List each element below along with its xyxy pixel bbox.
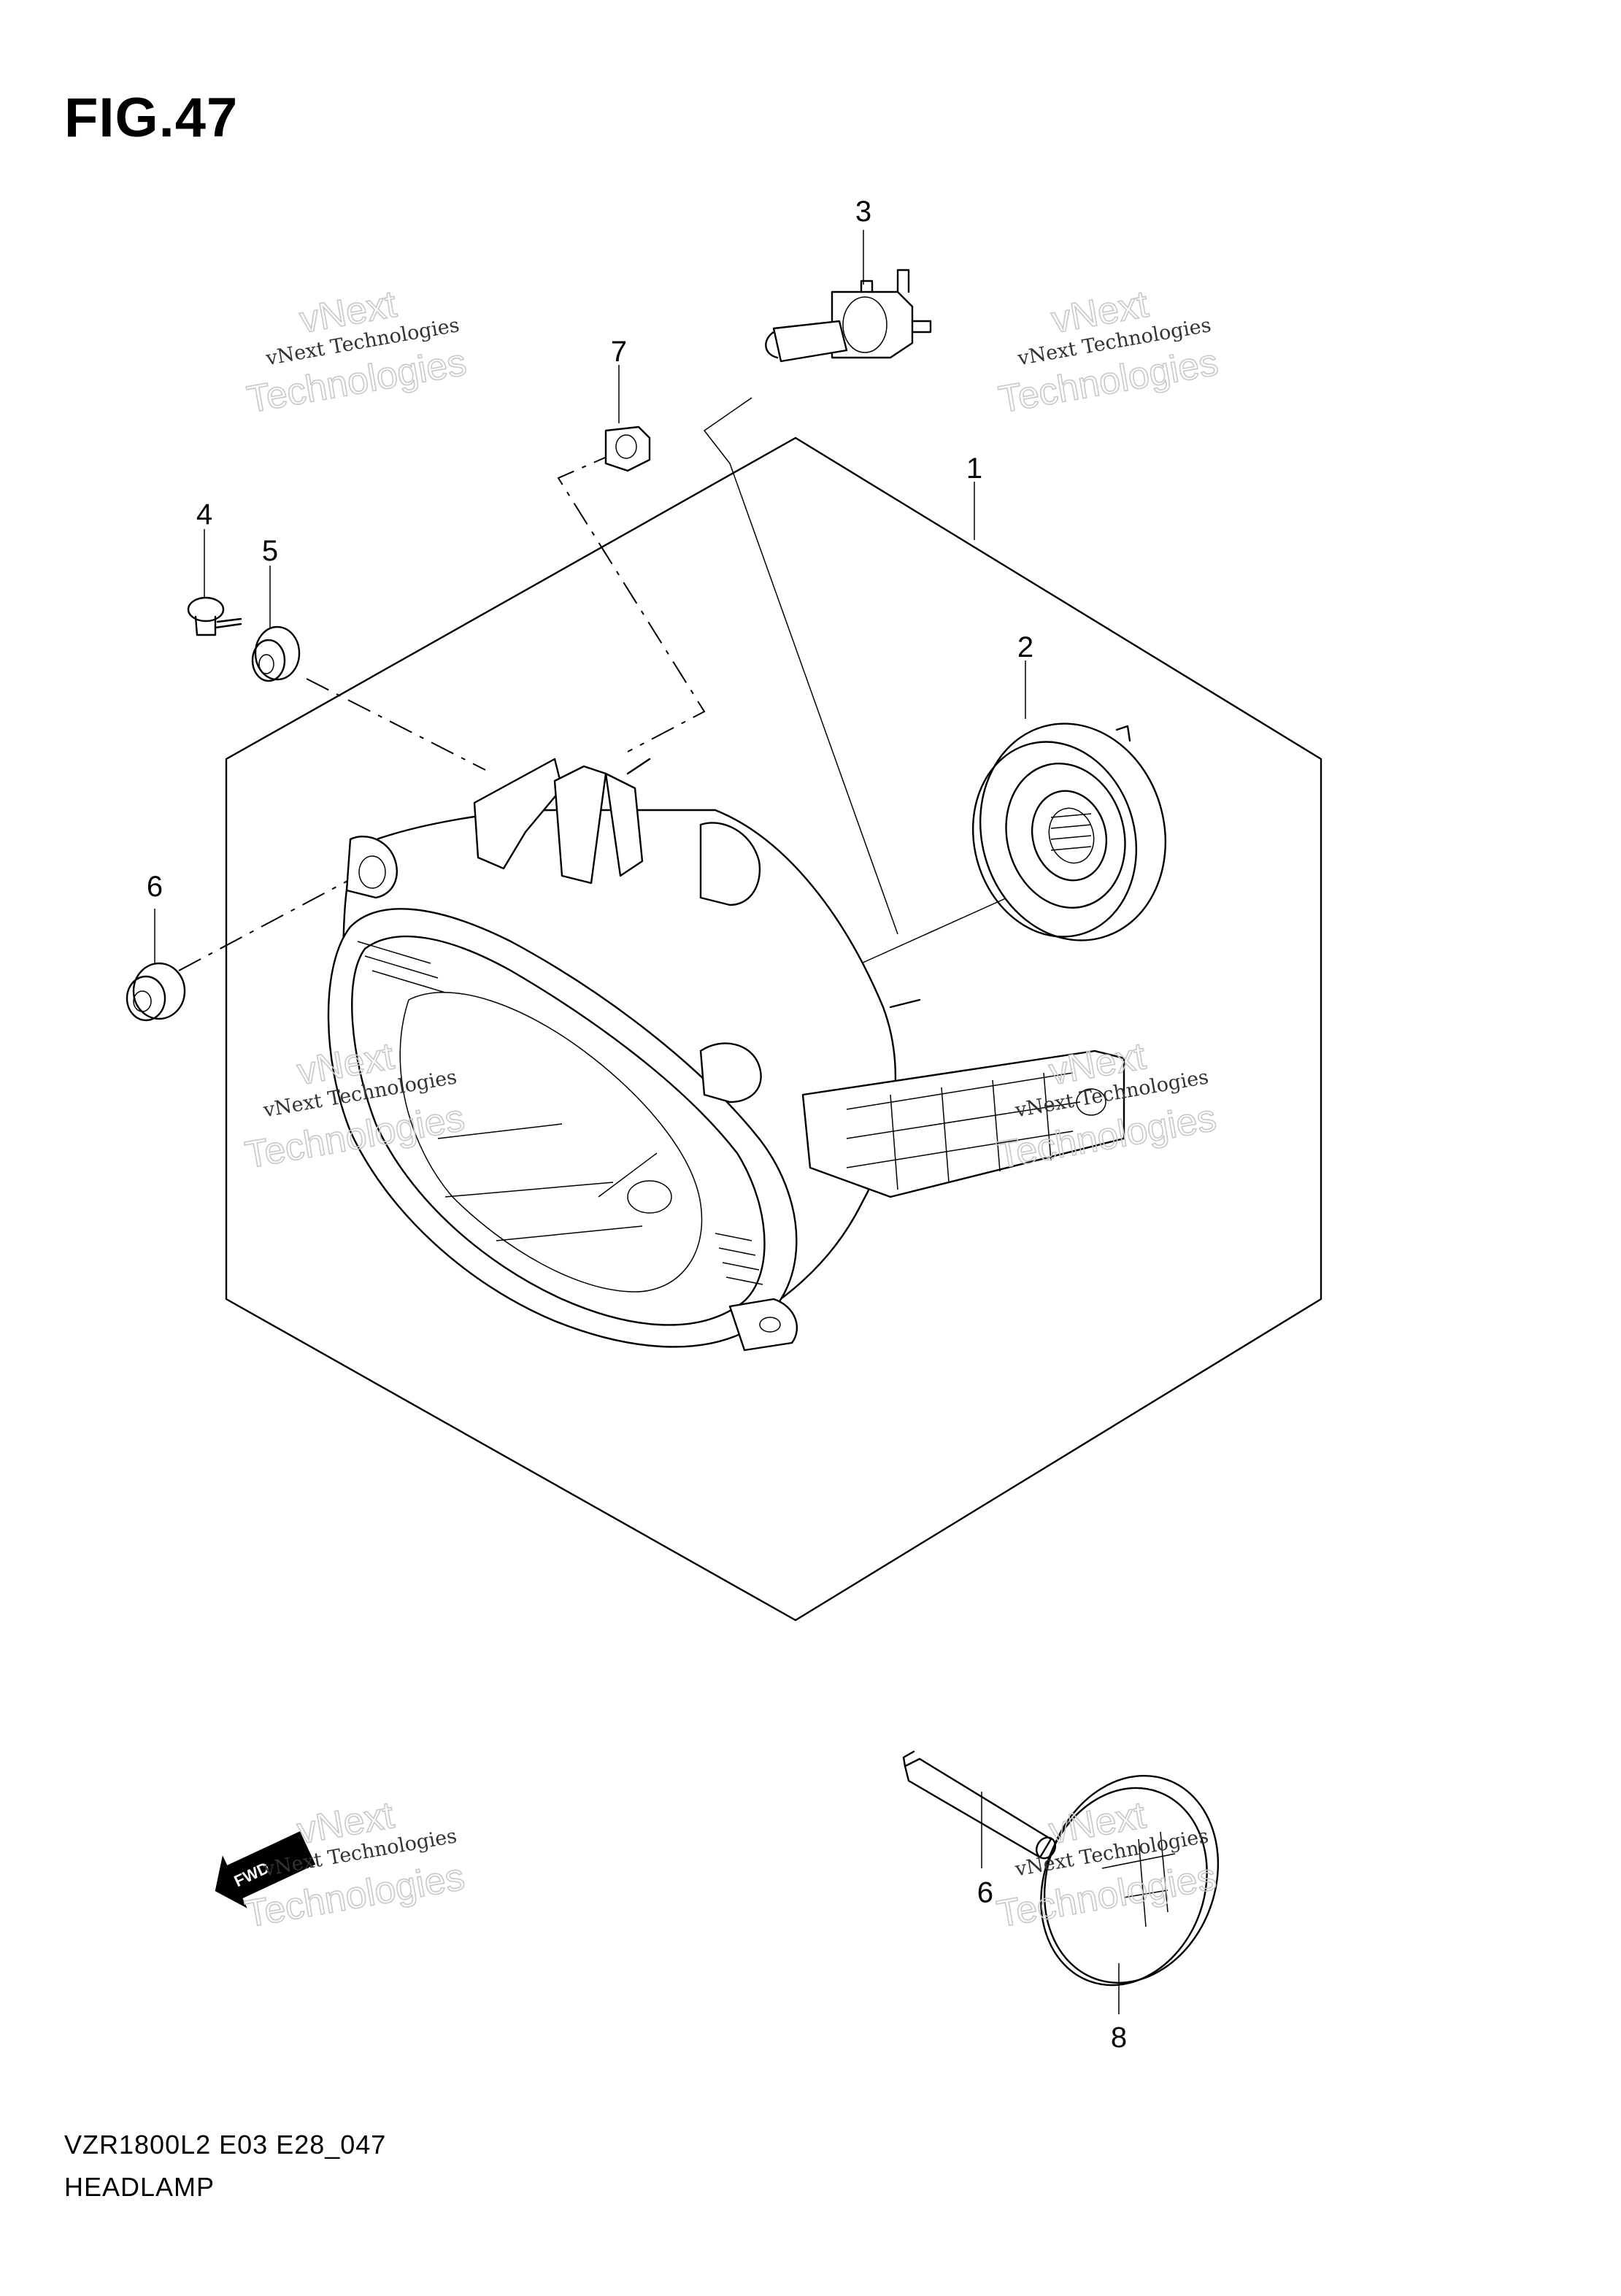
assembly-boundary — [225, 436, 1322, 1622]
dust-cover — [971, 723, 1167, 941]
watermark-1: vNext vNext Technologies Technologies — [243, 282, 470, 422]
leader-bulb-3 — [703, 397, 898, 935]
callout-2: 2 — [1017, 631, 1033, 663]
forward-arrow-icon: FWD — [215, 1831, 316, 1908]
callout-3: 3 — [855, 196, 871, 228]
callout-4: 4 — [196, 498, 212, 531]
bulb — [765, 269, 932, 363]
callout-9: 9 — [977, 1876, 993, 1908]
watermark-4: vNext vNext Technologies Technologies — [993, 1034, 1220, 1177]
callout-7: 7 — [611, 336, 627, 368]
model-code: VZR1800L2 E03 E28_047 — [64, 2130, 387, 2160]
grommet-upper — [251, 625, 301, 682]
screw — [187, 596, 242, 636]
leader-screw-5 — [306, 678, 486, 771]
position-lamp — [1040, 1774, 1220, 1987]
watermark-5: vNext vNext Technologies Technologies — [242, 1793, 469, 1936]
headlamp-housing — [327, 758, 1125, 1352]
small-bulb — [902, 1750, 1057, 1860]
callout-5: 5 — [262, 535, 278, 567]
watermark-2: vNext vNext Technologies Technologies — [995, 282, 1222, 422]
callout-8: 8 — [1111, 2022, 1127, 2054]
callout-6: 6 — [147, 871, 163, 903]
figure-name: HEADLAMP — [64, 2172, 215, 2202]
callout-leaders — [154, 230, 1120, 2014]
callout-1: 1 — [966, 452, 982, 485]
grommet-lower — [126, 962, 186, 1022]
leader-cover-2 — [860, 897, 1008, 964]
leader-grommet-6 — [178, 879, 351, 971]
figure-title: FIG.47 — [64, 87, 239, 149]
bulb-socket — [604, 425, 651, 472]
leader-socket-7 — [557, 452, 706, 752]
